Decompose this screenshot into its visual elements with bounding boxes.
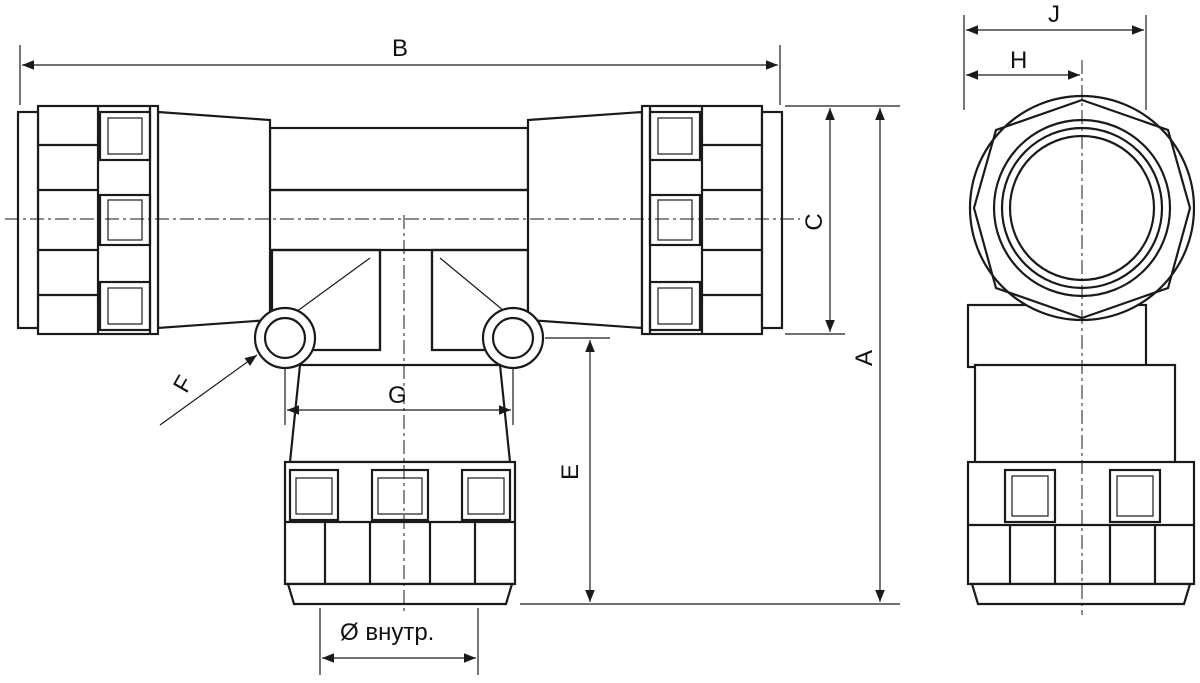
label-g: G	[388, 382, 407, 409]
label-b: B	[392, 35, 408, 62]
label-inner-diameter: Ø внутр.	[340, 619, 434, 646]
front-view	[5, 104, 800, 615]
label-e: E	[557, 464, 584, 480]
dimension-lines	[19, 15, 1147, 675]
label-h: H	[1010, 47, 1027, 74]
label-j: J	[1048, 1, 1060, 28]
label-c: C	[801, 213, 828, 230]
side-view	[966, 60, 1196, 615]
label-a: A	[851, 350, 878, 366]
label-f: F	[168, 371, 199, 397]
